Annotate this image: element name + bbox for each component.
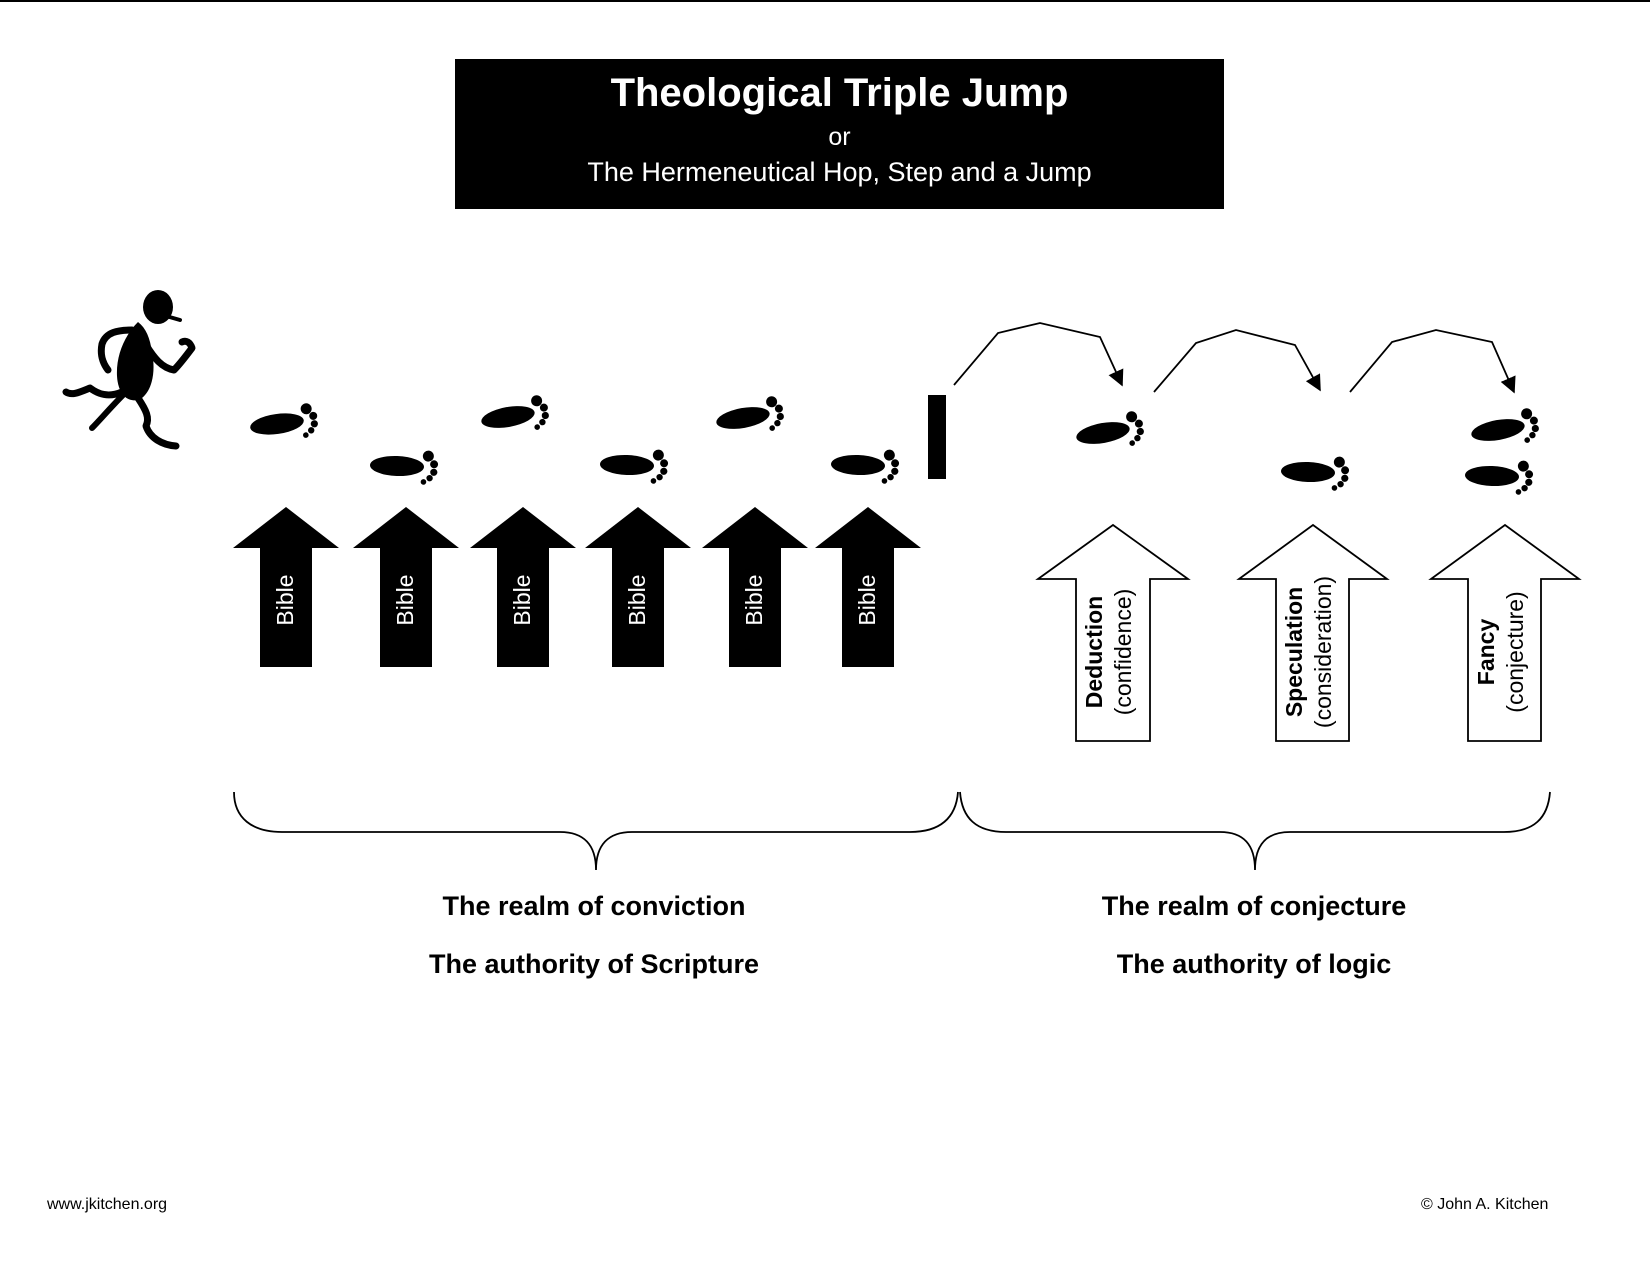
diagram-subtitle: The Hermeneutical Hop, Step and a Jump [587, 157, 1092, 187]
footprint [247, 401, 321, 446]
bible-arrow [233, 507, 339, 667]
footprint [1280, 454, 1350, 492]
arrow-label: Bible [392, 574, 418, 625]
diagram-title: Theological Triple Jump [610, 71, 1069, 115]
footprint [478, 393, 552, 440]
arrow-label: Bible [509, 574, 535, 625]
title-box: Theological Triple Jump or The Hermeneut… [455, 59, 1224, 209]
step-arc [1153, 329, 1321, 393]
top-border-line [0, 0, 1650, 2]
conviction-brace [233, 791, 959, 871]
footprint [599, 447, 669, 485]
footprint [830, 447, 900, 485]
copyright-footer: © John A. Kitchen [1421, 1196, 1549, 1213]
jump-arcs [953, 322, 1516, 394]
arrow-label: Bible [854, 574, 880, 625]
bible-arrow [815, 507, 921, 667]
arrow-sub-label: (confidence) [1110, 589, 1136, 716]
arrow-main-label: Fancy [1473, 619, 1499, 686]
footprint [1073, 409, 1147, 456]
arrow-label: Bible [624, 574, 650, 625]
footprint [1468, 406, 1542, 453]
bible-arrow [585, 507, 691, 667]
arrow-sub-label: (consideration) [1310, 576, 1336, 728]
deduction-arrow [1035, 523, 1191, 742]
arrow-label: Bible [272, 574, 298, 625]
arrow-main-label: Speculation [1281, 587, 1307, 717]
bible-arrow [702, 507, 808, 667]
fancy-arrow [1428, 523, 1582, 742]
speculation-arrow [1236, 523, 1390, 742]
arrow-main-label: Deduction [1081, 596, 1107, 708]
runner-icon [62, 290, 196, 450]
jump-arc [1349, 329, 1516, 394]
conjecture-authority-label: The authority of logic [1116, 949, 1392, 979]
conviction-authority-label: The authority of Scripture [428, 949, 760, 979]
website-footer: www.jkitchen.org [47, 1196, 168, 1213]
footprint [1464, 458, 1534, 496]
takeoff-board [928, 395, 946, 479]
arrow-sub-label: (conjecture) [1502, 591, 1528, 712]
conviction-realm-label: The realm of conviction [442, 891, 746, 921]
arrow-label: Bible [741, 574, 767, 625]
bible-arrow [353, 507, 459, 667]
hop-arc [953, 322, 1124, 387]
bible-arrow [470, 507, 576, 667]
footprint [713, 394, 787, 441]
footprint [369, 448, 439, 486]
footprints-conviction [247, 393, 900, 486]
conjecture-brace [959, 791, 1551, 871]
title-connector: or [828, 123, 851, 151]
footprints-conjecture [1073, 406, 1542, 496]
conjecture-realm-label: The realm of conjecture [1101, 891, 1407, 921]
